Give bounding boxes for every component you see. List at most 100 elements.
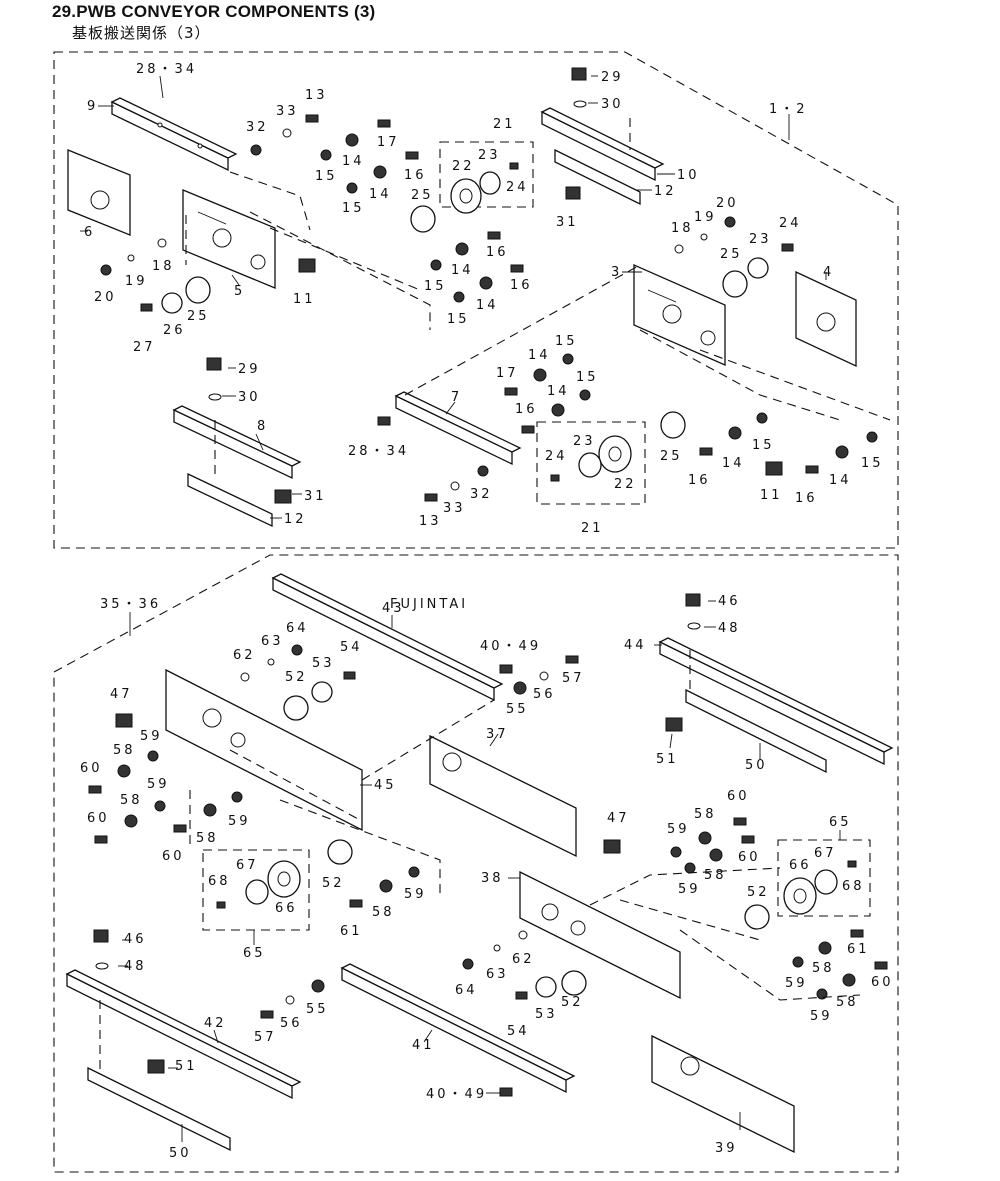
callout-17-lower: 17 [496,366,519,381]
callout-54-lower: 54 [507,1024,530,1039]
callout-27: 27 [133,340,156,355]
callout-15-f: 15 [576,370,599,385]
side-plate-4 [795,270,857,368]
pulley-group-21-top [439,141,534,214]
callout-60-a: 60 [80,761,103,776]
callout-59-c: 59 [228,814,251,829]
callout-5: 5 [234,284,245,299]
callout-68-right: 68 [842,879,865,894]
rail-42 [65,969,302,1100]
callout-15-b: 15 [342,201,365,216]
callout-58-d: 58 [372,905,395,920]
callout-62-upper: 62 [233,648,256,663]
callout-18-lower: 18 [671,221,694,236]
top-dashed-connections [185,118,891,475]
callout-10: 10 [677,168,700,183]
callout-23-lower: 23 [573,434,596,449]
callout-60-b: 60 [87,811,110,826]
callout-32-lower: 32 [470,487,493,502]
callout-29-lower: 29 [238,362,261,377]
callout-32-upper: 32 [246,120,269,135]
frame-plate-38 [519,870,681,1000]
callout-48-upper: 48 [718,621,741,636]
bottom-assembly-boundary [53,554,899,1173]
callout-25-c: 25 [720,247,743,262]
callout-14-a: 14 [342,154,365,169]
callout-58-b: 58 [120,793,143,808]
callout-20-upper: 20 [94,290,117,305]
callout-52-d: 52 [561,995,584,1010]
callout-60-e: 60 [738,850,761,865]
rail-9 [110,97,238,172]
callout-25-b: 25 [187,309,210,324]
callout-54-upper: 54 [340,640,363,655]
belt-rings-52 [283,695,770,996]
callout-63-upper: 63 [261,634,284,649]
callout-11-lower: 11 [760,488,783,503]
pulley-group-21-lower [536,421,646,505]
callout-60-f: 60 [871,975,894,990]
callout-20-lower: 20 [716,196,739,211]
side-plate-39 [651,1034,795,1154]
callout-14-g: 14 [722,456,745,471]
callout-53-lower: 53 [535,1007,558,1022]
callout-31-upper: 31 [556,215,579,230]
callout-59-h: 59 [810,1009,833,1024]
callout-30-lower: 30 [238,390,261,405]
callout-65-left: 65 [243,946,266,961]
callout-58-c: 58 [196,831,219,846]
callout-55-lower: 55 [306,1002,329,1017]
bottom-callout-labels: 35・36 37 38 39 40・49 40・49 41 42 43 44 4… [80,594,894,1161]
rail-50-left [87,1066,231,1152]
callout-58-e: 58 [694,807,717,822]
rail-44 [658,637,894,766]
callout-63-lower: 63 [486,967,509,982]
callout-56-upper: 56 [533,687,556,702]
callout-43: 43 [382,601,405,616]
callout-45: 45 [374,778,397,793]
callout-13-lower: 13 [419,514,442,529]
top-assembly-boundary [53,51,899,549]
rail-50-right [685,688,827,774]
callout-58-g: 58 [812,961,835,976]
callout-58-h: 58 [836,995,859,1010]
callout-14-f: 14 [547,384,570,399]
callout-1-2: 1・2 [769,102,808,117]
callout-15-d: 15 [447,312,470,327]
callout-57-lower: 57 [254,1030,277,1045]
callout-26: 26 [163,323,186,338]
callout-12-lower: 12 [284,512,307,527]
callout-67-left: 67 [236,858,259,873]
callout-18-upper: 18 [152,259,175,274]
page-subtitle: 基板搬送関係（3） [72,24,211,42]
callout-55-upper: 55 [506,702,529,717]
callout-16-a: 16 [404,168,427,183]
callout-23-mid: 23 [749,232,772,247]
callout-12-upper: 12 [654,184,677,199]
callout-16-f: 16 [795,491,818,506]
callout-33-lower: 33 [443,501,466,516]
watermark: FUJINTAI [390,597,468,612]
side-plate-6 [67,149,131,236]
callout-11-upper: 11 [293,292,316,307]
callout-38: 38 [481,871,504,886]
callout-64-upper: 64 [286,621,309,636]
callout-60-c: 60 [162,849,185,864]
callout-51-upper: 51 [656,752,679,767]
callout-15-c: 15 [424,279,447,294]
callout-29-upper: 29 [601,70,624,85]
callout-59-g: 59 [785,976,808,991]
callout-66-right: 66 [789,858,812,873]
rail-7 [394,391,522,466]
rail-41 [340,963,576,1094]
callout-15-a: 15 [315,169,338,184]
callout-56-lower: 56 [280,1016,303,1031]
belt-rings-25 [185,205,748,439]
top-leader-lines [80,75,827,519]
callout-6: 6 [84,225,95,240]
frame-plate-5 [182,189,276,289]
callout-57-upper: 57 [562,671,585,686]
callout-60-d: 60 [727,789,750,804]
callout-58-f: 58 [704,868,727,883]
